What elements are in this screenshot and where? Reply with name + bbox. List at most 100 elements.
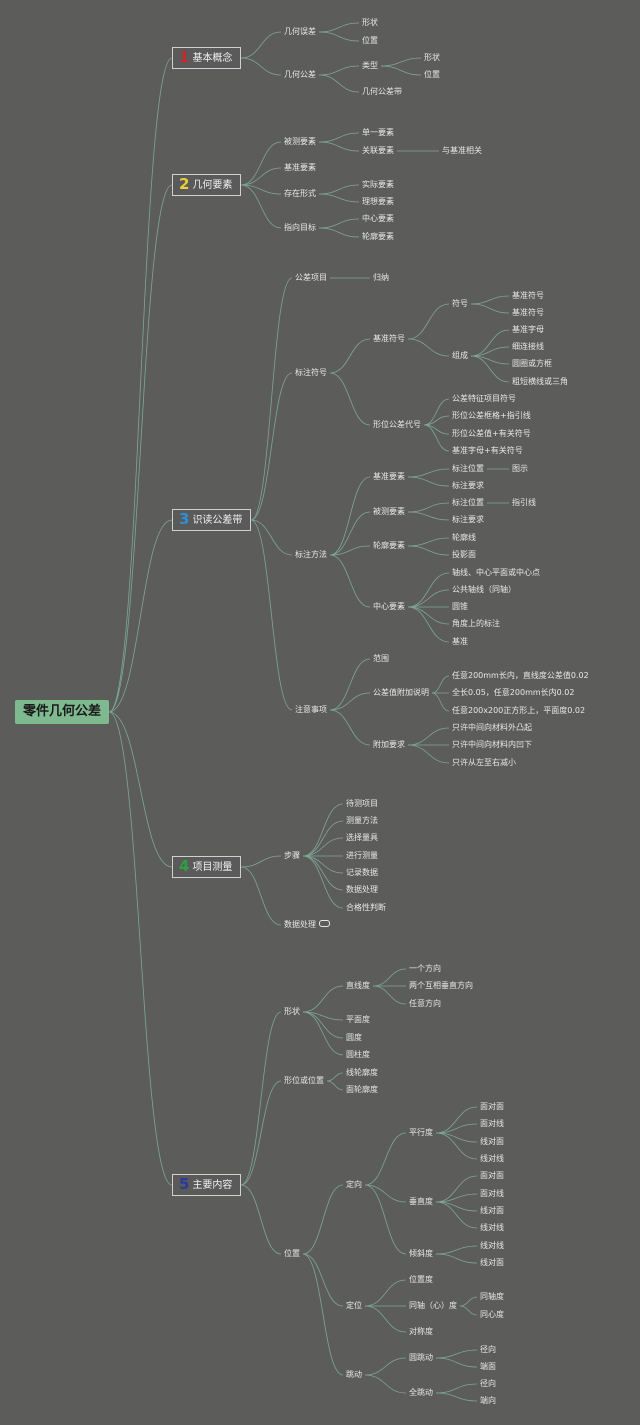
- map-node[interactable]: 轮廓线: [452, 533, 476, 542]
- map-node[interactable]: 基准要素: [284, 163, 316, 172]
- map-node[interactable]: 步骤: [284, 851, 300, 860]
- map-node[interactable]: 标注方法: [295, 550, 327, 559]
- map-node[interactable]: 测量方法: [346, 816, 378, 825]
- map-node[interactable]: 理想要素: [362, 197, 394, 206]
- map-node[interactable]: 垂直度: [409, 1197, 433, 1206]
- link-icon[interactable]: [319, 920, 330, 927]
- map-node[interactable]: 线对面: [480, 1206, 504, 1215]
- map-node[interactable]: 位置: [424, 70, 440, 79]
- map-node[interactable]: 面轮廓度: [346, 1085, 378, 1094]
- map-node[interactable]: 端面: [480, 1362, 496, 1371]
- map-node[interactable]: 形位或位置: [284, 1076, 324, 1085]
- map-node[interactable]: 指向目标: [284, 223, 316, 232]
- map-node[interactable]: 合格性判断: [346, 903, 386, 912]
- map-node[interactable]: 线对线: [480, 1241, 504, 1250]
- map-node[interactable]: 形状: [362, 18, 378, 27]
- root-node[interactable]: 零件几何公差: [15, 700, 110, 724]
- map-node[interactable]: 圆锥: [452, 602, 468, 611]
- map-node[interactable]: 倾斜度: [409, 1249, 433, 1258]
- map-node[interactable]: 组成: [452, 351, 468, 360]
- map-node[interactable]: 全长0.05，任意200mm长内0.02: [452, 688, 575, 697]
- map-node[interactable]: 注意事项: [295, 705, 327, 714]
- map-node[interactable]: 图示: [512, 464, 528, 473]
- map-node[interactable]: 轮廓要素: [373, 541, 405, 550]
- map-node[interactable]: 基准: [452, 637, 468, 646]
- map-node[interactable]: 位置度: [409, 1275, 433, 1284]
- map-node[interactable]: 同轴度: [480, 1292, 504, 1301]
- map-node[interactable]: 记录数据: [346, 868, 378, 877]
- map-node[interactable]: 全跳动: [409, 1388, 433, 1397]
- map-node[interactable]: 面对面: [480, 1102, 504, 1111]
- map-node[interactable]: 标注符号: [295, 368, 327, 377]
- map-node[interactable]: 几何误差: [284, 27, 316, 36]
- map-node[interactable]: 被测要素: [373, 507, 405, 516]
- map-node[interactable]: 粗短横线或三角: [512, 377, 568, 386]
- map-node[interactable]: 与基准相关: [442, 146, 482, 155]
- map-node[interactable]: 线对面: [480, 1137, 504, 1146]
- map-node[interactable]: 线对线: [480, 1154, 504, 1163]
- map-node[interactable]: 轴线、中心平面或中心点: [452, 568, 540, 577]
- map-node[interactable]: 平行度: [409, 1128, 433, 1137]
- map-node[interactable]: 径向: [480, 1379, 496, 1388]
- map-node[interactable]: 公差特征项目符号: [452, 394, 516, 403]
- map-node[interactable]: 圆柱度: [346, 1050, 370, 1059]
- map-node[interactable]: 符号: [452, 299, 468, 308]
- map-node[interactable]: 一个方向: [409, 964, 441, 973]
- map-node[interactable]: 指引线: [512, 498, 536, 507]
- map-node[interactable]: 范围: [373, 654, 389, 663]
- map-node[interactable]: 平面度: [346, 1015, 370, 1024]
- map-node[interactable]: 任意200x200正方形上，平面度0.02: [452, 706, 586, 715]
- map-node[interactable]: 同心度: [480, 1310, 504, 1319]
- map-node[interactable]: 面对线: [480, 1119, 504, 1128]
- map-node[interactable]: 线对面: [480, 1258, 504, 1267]
- map-node[interactable]: 面对面: [480, 1171, 504, 1180]
- map-node[interactable]: 基准要素: [373, 472, 405, 481]
- map-node[interactable]: 公共轴线（同轴）: [452, 585, 516, 594]
- map-node[interactable]: 标注要求: [452, 515, 484, 524]
- map-node[interactable]: 几何公差带: [362, 87, 402, 96]
- map-node[interactable]: 角度上的标注: [452, 619, 500, 628]
- map-node[interactable]: 圆度: [346, 1033, 362, 1042]
- map-node[interactable]: 位置: [284, 1249, 300, 1258]
- map-node[interactable]: 投影面: [452, 550, 476, 559]
- map-node[interactable]: 数据处理: [284, 920, 330, 930]
- map-node[interactable]: 定向: [346, 1180, 362, 1189]
- map-node[interactable]: 标注要求: [452, 481, 484, 490]
- map-node[interactable]: 线轮廓度: [346, 1068, 378, 1077]
- map-node[interactable]: 公差值附加说明: [373, 688, 429, 697]
- map-node[interactable]: 关联要素: [362, 146, 394, 155]
- map-node[interactable]: 基准符号: [373, 334, 405, 343]
- map-node[interactable]: 径向: [480, 1345, 496, 1354]
- map-node[interactable]: 进行测量: [346, 851, 378, 860]
- map-node[interactable]: 两个互相垂直方向: [409, 981, 473, 990]
- map-node[interactable]: 对称度: [409, 1327, 433, 1336]
- map-node[interactable]: 基准字母: [512, 325, 544, 334]
- map-node[interactable]: 只许从左至右减小: [452, 758, 516, 767]
- map-node[interactable]: 归纳: [373, 273, 389, 282]
- map-node[interactable]: 数据处理: [346, 885, 378, 894]
- map-node[interactable]: 中心要素: [362, 214, 394, 223]
- map-node[interactable]: 只许中间向材料外凸起: [452, 723, 532, 732]
- map-node[interactable]: 圆圈或方框: [512, 359, 552, 368]
- map-node[interactable]: 轮廓要素: [362, 232, 394, 241]
- map-node[interactable]: 面对线: [480, 1189, 504, 1198]
- map-node[interactable]: 形位公差框格+指引线: [452, 411, 531, 420]
- map-node[interactable]: 任意方向: [409, 999, 441, 1008]
- map-node[interactable]: 附加要求: [373, 740, 405, 749]
- map-node[interactable]: 基准符号: [512, 308, 544, 317]
- map-node[interactable]: 标注位置: [452, 464, 484, 473]
- map-node[interactable]: 定位: [346, 1301, 362, 1310]
- map-node[interactable]: 基准符号: [512, 291, 544, 300]
- map-node[interactable]: 几何公差: [284, 70, 316, 79]
- map-node[interactable]: 线对线: [480, 1223, 504, 1232]
- map-node[interactable]: 标注位置: [452, 498, 484, 507]
- map-node[interactable]: 基准字母+有关符号: [452, 446, 523, 455]
- map-node[interactable]: 公差项目: [295, 273, 327, 282]
- map-node[interactable]: 单一要素: [362, 128, 394, 137]
- map-node[interactable]: 端向: [480, 1396, 496, 1405]
- map-node[interactable]: 细连接线: [512, 342, 544, 351]
- map-node[interactable]: 位置: [362, 36, 378, 45]
